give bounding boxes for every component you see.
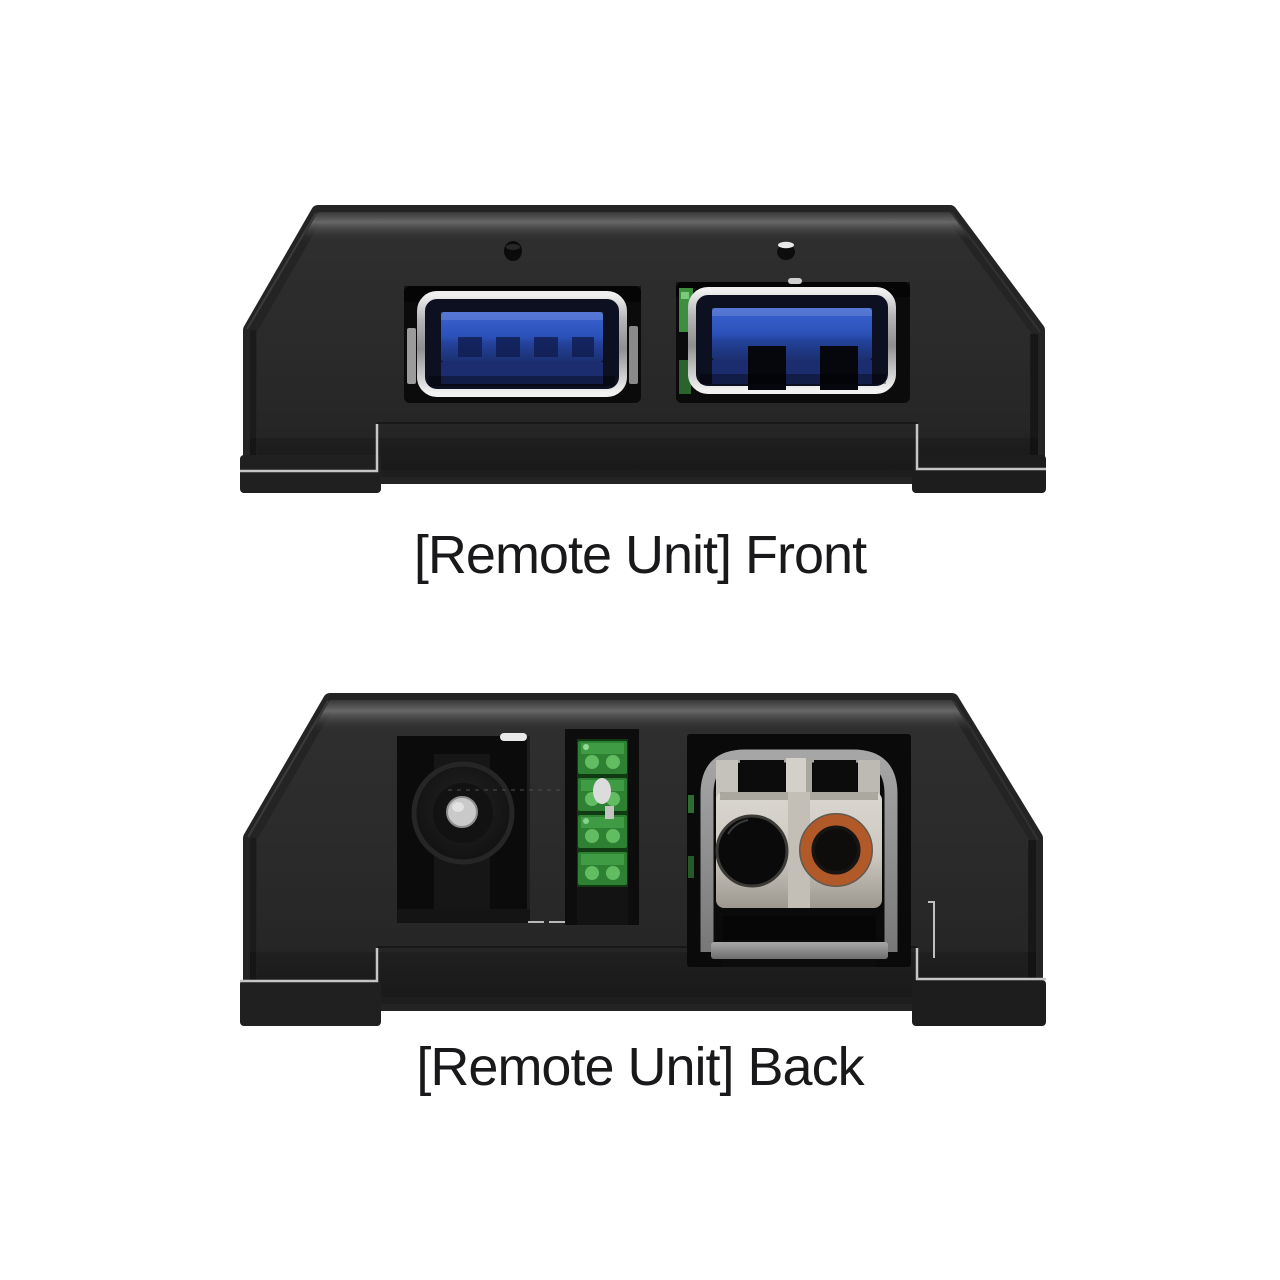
latch-clip-right (858, 760, 880, 800)
dc-power-jack (397, 733, 585, 923)
usb-3-port-2 (676, 278, 910, 403)
latch-bar (711, 942, 888, 959)
wire-pin (593, 778, 611, 804)
front-chassis (240, 205, 1046, 493)
glint (500, 733, 527, 741)
shell-spring-right (629, 326, 638, 384)
bottom-slot (723, 916, 876, 940)
remote-front-illustration (240, 205, 1046, 493)
center-pin (446, 796, 478, 828)
caption-remote-back: [Remote Unit] Back (416, 1037, 864, 1097)
usb-3-port-1 (404, 286, 641, 403)
shell-spring-left (407, 328, 416, 384)
led-pinhole-right (777, 241, 795, 260)
front-left-foot (240, 455, 381, 493)
glint (788, 278, 802, 284)
front-baseplate-seams (240, 422, 1046, 473)
metal-frame (700, 749, 898, 952)
mold-seam (928, 901, 935, 958)
right-chamfer-highlight (951, 212, 1041, 333)
back-right-foot (912, 980, 1046, 1026)
usb-contacts (458, 337, 594, 357)
left-chamfer-highlight (247, 700, 329, 838)
back-chassis (240, 693, 1046, 1026)
led-pinhole-left (504, 241, 522, 261)
pcb-edge (688, 795, 694, 813)
front-right-foot (912, 455, 1046, 493)
fiber-bore-left (715, 814, 789, 888)
tongue-slot (820, 346, 858, 390)
terminal-block (565, 729, 639, 925)
latch-clip-left (716, 760, 738, 800)
tongue-slot (748, 346, 786, 390)
caption-remote-front: [Remote Unit] Front (413, 525, 867, 585)
lc-duplex-fiber-port (687, 734, 935, 967)
fiber-bore-right (799, 813, 873, 887)
back-left-foot (240, 980, 381, 1026)
right-chamfer-highlight (953, 700, 1039, 841)
remote-back-illustration (240, 693, 1046, 1026)
left-chamfer-highlight (246, 212, 317, 330)
